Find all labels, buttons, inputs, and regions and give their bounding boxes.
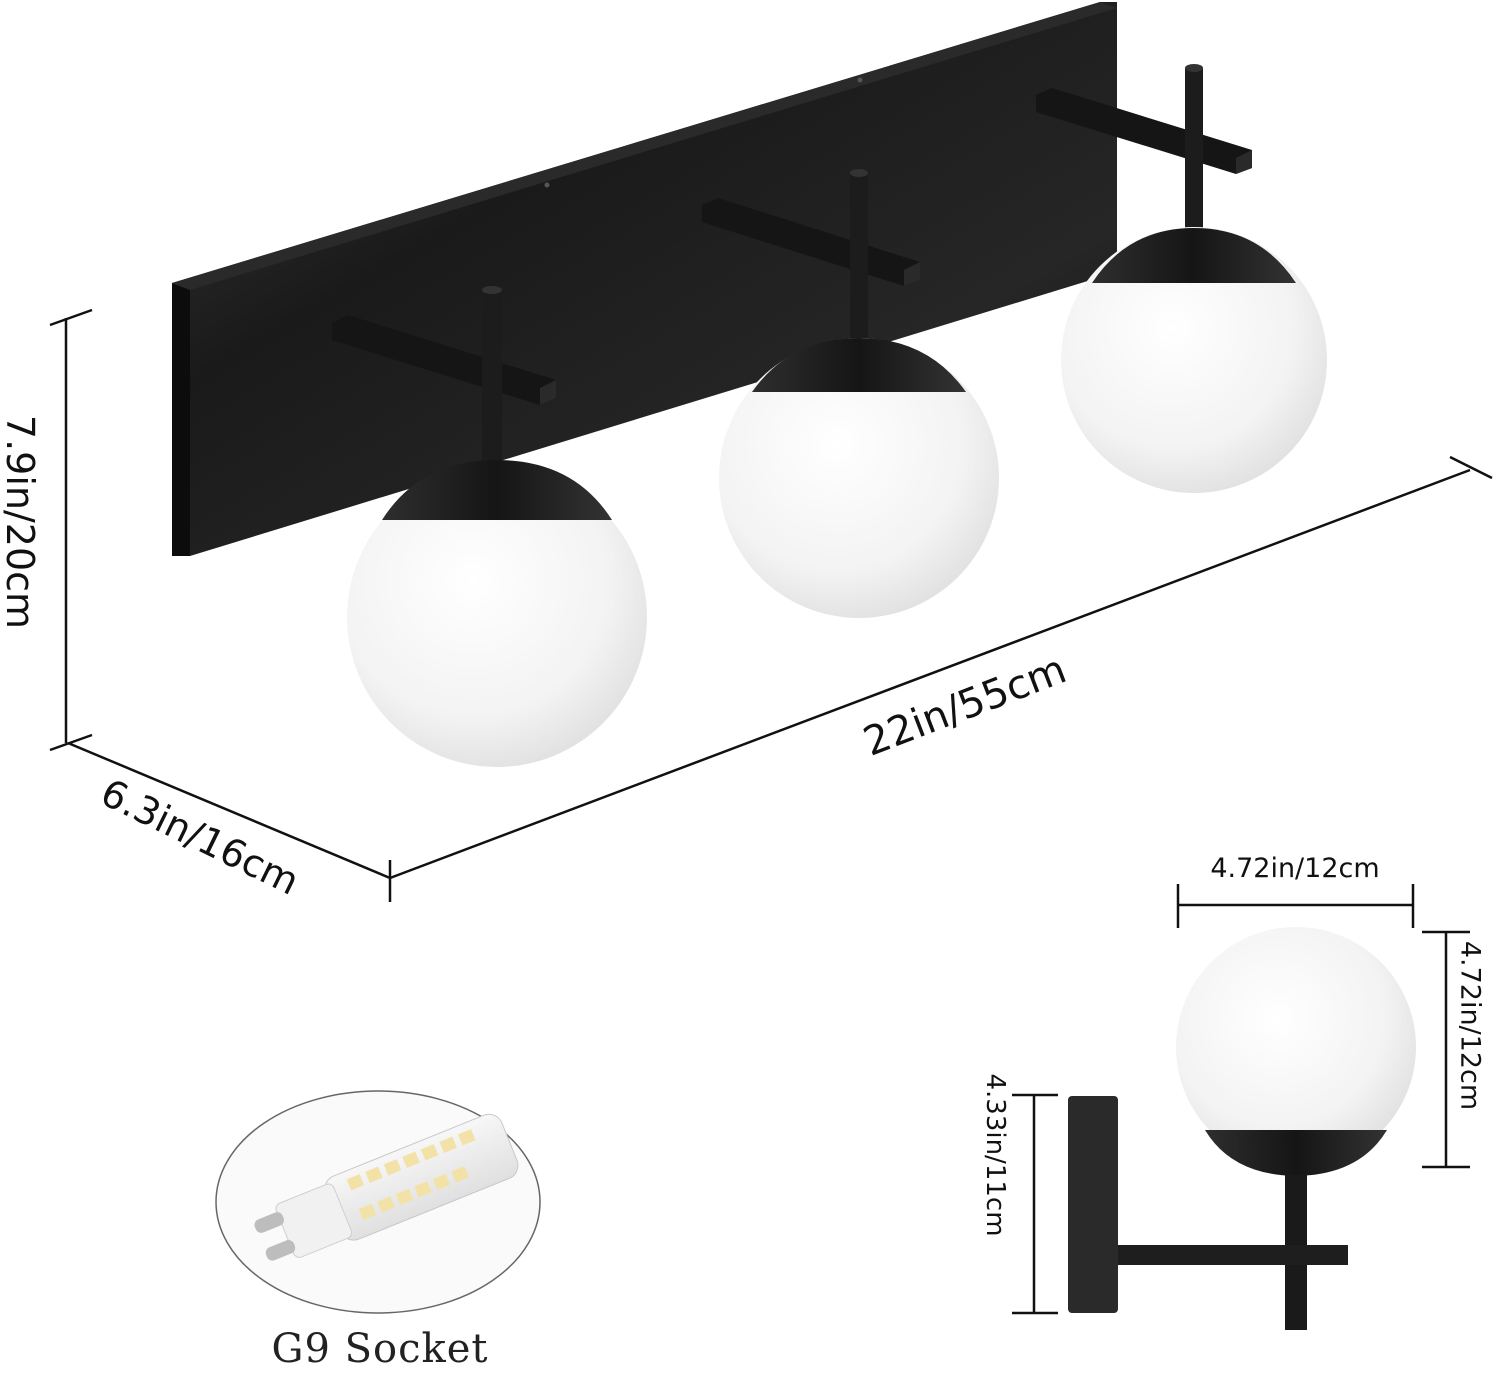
mount-screw-icon (544, 182, 550, 188)
backplate-edge (172, 283, 190, 556)
globe-shade-right (1061, 227, 1327, 493)
side-backplate (1068, 1096, 1118, 1313)
depth-dimension-line (67, 741, 391, 880)
light-arm-middle (702, 169, 920, 348)
globe-shade-left (347, 460, 647, 767)
side-arm (1118, 1245, 1348, 1265)
globe-height-label: 4.72in/12cm (1454, 940, 1486, 1111)
backplate-height-label: 4.33in/11cm (980, 1073, 1010, 1237)
height-dimension-label: 7.9in/20cm (0, 414, 42, 630)
backplate (172, 2, 1117, 556)
fixture-main (172, 2, 1327, 767)
backplate-top-edge (172, 2, 1117, 290)
g9-bulb-callout (215, 1090, 541, 1314)
width-dimension-line (389, 468, 1471, 880)
dimension-lines-side (1012, 884, 1470, 1315)
dimension-lines-main (49, 308, 1493, 902)
socket-type-label: G9 Socket (271, 1326, 489, 1372)
light-arm-right (1036, 64, 1252, 238)
globe-width-label: 4.72in/12cm (1210, 853, 1380, 884)
mount-screw-icon (857, 77, 863, 83)
light-arm-left (332, 286, 556, 500)
fixture-side-view (1068, 927, 1416, 1330)
globe-shade-middle (719, 338, 999, 618)
g9-bulb-icon (254, 1113, 519, 1261)
side-globe-cap (1205, 1130, 1387, 1176)
side-globe (1176, 927, 1416, 1167)
